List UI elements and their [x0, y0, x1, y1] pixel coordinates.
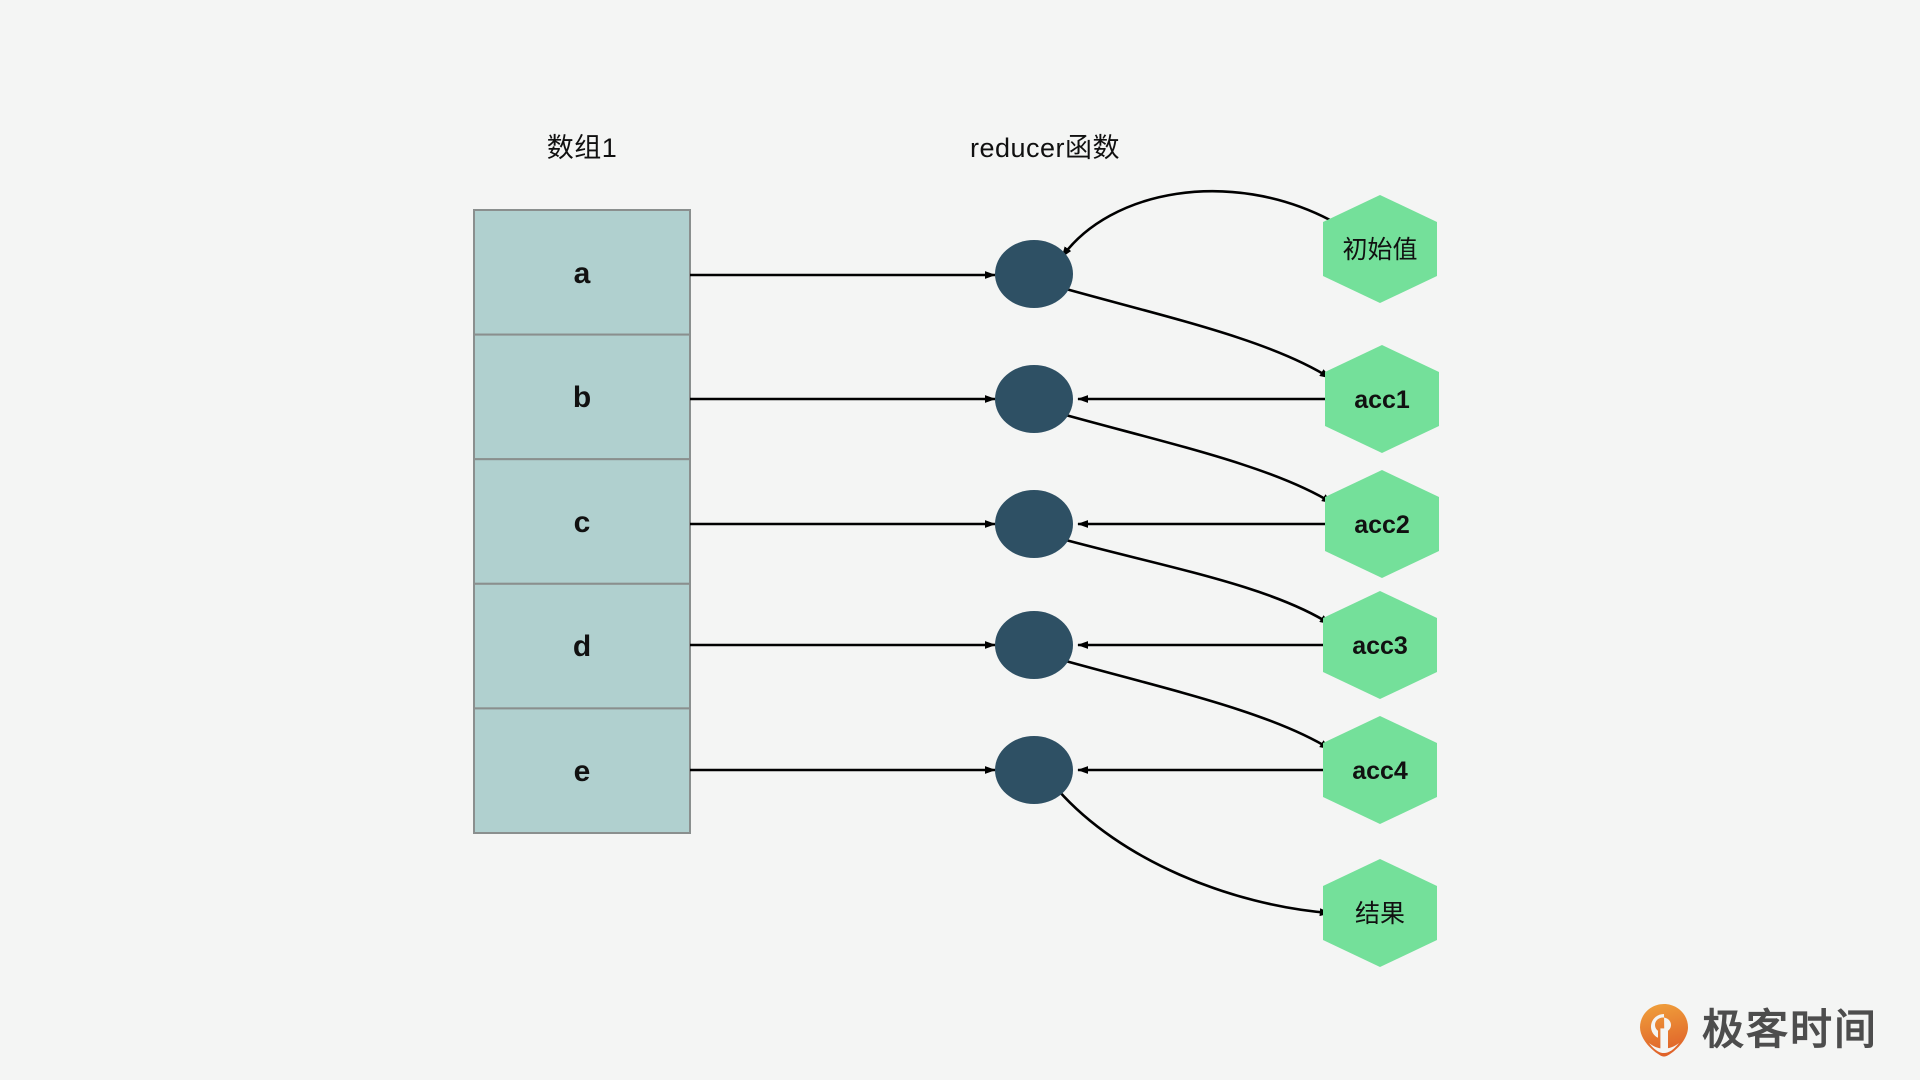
array-cell-d[interactable]: d	[473, 582, 691, 710]
edge-r3-to-acc3	[1061, 537, 1331, 626]
edge-r2-to-acc2	[1061, 412, 1333, 505]
watermark: 极客时间	[1638, 1002, 1878, 1058]
reducer-node-r1[interactable]	[995, 240, 1073, 308]
edges-curved	[1057, 189, 1333, 917]
hexagon-label: acc1	[1354, 386, 1410, 414]
reducer-node-r5[interactable]	[995, 736, 1073, 804]
edge-r1-to-acc1	[1065, 287, 1331, 380]
hexagon-label: 结果	[1355, 900, 1405, 928]
edge-init-to-r1	[1060, 189, 1331, 258]
array-cell-b[interactable]: b	[473, 333, 691, 461]
edge-r4-to-acc4	[1061, 658, 1331, 751]
hexagon-label: acc2	[1354, 511, 1410, 539]
array-cell-label: b	[573, 381, 591, 414]
hexagon-label: acc3	[1352, 632, 1408, 660]
hexagon-acc4[interactable]: acc4	[1323, 716, 1437, 824]
hexagon-acc2[interactable]: acc2	[1325, 470, 1439, 578]
array-cell-c[interactable]: c	[473, 458, 691, 585]
array-cell-a[interactable]: a	[473, 209, 691, 336]
hexagon-label: acc4	[1352, 757, 1408, 785]
edges-array-to-reducer	[690, 271, 996, 774]
reducer-node-r2[interactable]	[995, 365, 1073, 433]
reducer-node-r3[interactable]	[995, 490, 1073, 558]
hexagon-acc3[interactable]: acc3	[1323, 591, 1437, 699]
hexagon-init[interactable]: 初始值	[1323, 195, 1437, 303]
edges-acc-to-reducer	[1077, 395, 1330, 774]
array-column-title: 数组1	[546, 133, 618, 163]
reducer-column-title: reducer函数	[969, 133, 1121, 163]
reducer-node-r4[interactable]	[995, 611, 1073, 679]
watermark-text: 极客时间	[1701, 1006, 1878, 1053]
edge-r5-to-result	[1057, 789, 1331, 917]
array-cell-label: d	[573, 630, 591, 663]
hexagon-acc1[interactable]: acc1	[1325, 345, 1439, 453]
geektime-pin-icon	[1639, 1004, 1688, 1057]
hexagon-result[interactable]: 结果	[1323, 859, 1437, 967]
array-box[interactable]: a b c d e	[473, 209, 691, 835]
array-cell-e[interactable]: e	[473, 707, 691, 835]
array-cell-label: e	[574, 755, 591, 788]
array-cell-label: a	[574, 257, 591, 290]
array-cell-label: c	[574, 506, 591, 539]
hexagon-label: 初始值	[1342, 236, 1417, 264]
accumulator-hexagons[interactable]: 初始值 acc1 acc2 acc3 acc4 结果	[1323, 195, 1439, 967]
reducer-nodes[interactable]	[995, 240, 1073, 804]
